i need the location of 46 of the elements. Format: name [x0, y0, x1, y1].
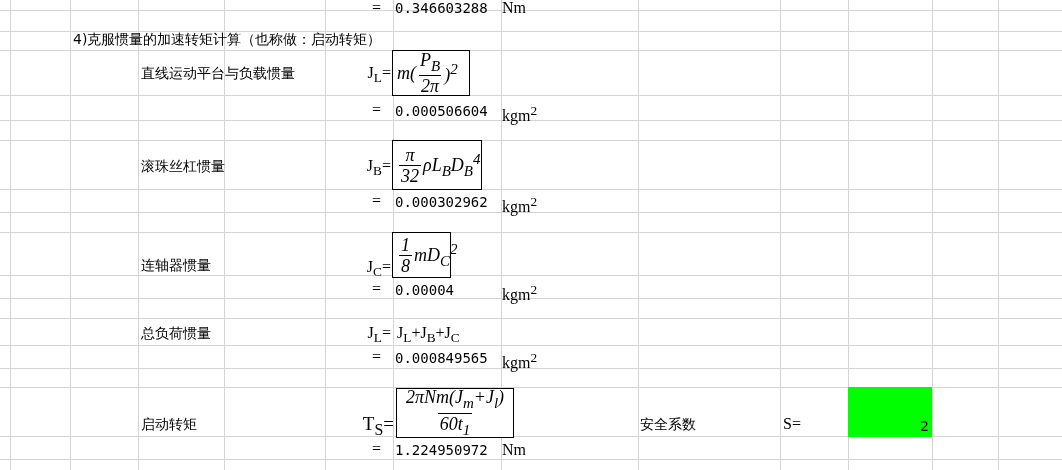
- symbol-label: J$_{L}$=: [367, 64, 391, 88]
- formula-box: [396, 388, 514, 438]
- section-heading: 4)克服惯量的加速转矩计算（也称做：启动转矩）: [73, 30, 382, 48]
- formula-term: 2π: [419, 75, 442, 97]
- result-value: 1.224950972: [395, 441, 488, 459]
- formula-term: 1: [400, 234, 411, 255]
- equals-sign: =: [372, 101, 382, 119]
- symbol-label: J$_{L}$=: [367, 324, 391, 348]
- result-value: 0.00004: [395, 281, 454, 299]
- row-label: 安全系数: [640, 415, 696, 433]
- formula-term: P$_{B}$: [419, 49, 442, 76]
- row-label: 滚珠丝杠惯量: [141, 157, 225, 175]
- formula-box: [392, 140, 482, 190]
- symbol-label: S=: [783, 415, 801, 433]
- equals-sign: =: [372, 192, 382, 210]
- symbol-label: J$_{B}$=: [366, 157, 391, 181]
- result-value: 0.346603288: [395, 0, 488, 17]
- unit-label: kgm$^{2}$: [502, 281, 538, 305]
- equals-sign: =: [372, 348, 382, 366]
- equals-sign: =: [372, 280, 382, 298]
- row-label: 连轴器惯量: [141, 256, 211, 274]
- symbol-label: T$_{S}$=: [362, 415, 394, 439]
- result-value: 0.000849565: [395, 349, 488, 367]
- row-label: 启动转矩: [141, 415, 197, 433]
- symbol-label: J$_{C}$=: [366, 258, 391, 282]
- formula-term: 32: [399, 164, 421, 186]
- result-value: 0.000506604: [395, 102, 488, 120]
- formula-term: )$^{2}$: [444, 60, 458, 86]
- row-label: 总负荷惯量: [141, 324, 211, 342]
- unit-label: kgm$^{2}$: [502, 193, 538, 217]
- formula-text: J$_{L}$+J$_{B}$+J$_{C}$: [397, 324, 460, 348]
- formula-term: π: [404, 144, 416, 165]
- equals-sign: =: [372, 440, 382, 458]
- result-value: 0.000302962: [395, 193, 488, 211]
- row-label: 直线运动平台与负载惯量: [141, 64, 295, 82]
- unit-label: Nm: [502, 0, 526, 17]
- unit-label: Nm: [502, 441, 526, 459]
- highlighted-value-cell: 2: [848, 387, 932, 437]
- unit-label: kgm$^{2}$: [502, 102, 538, 126]
- formula-box: [392, 50, 470, 96]
- unit-label: kgm$^{2}$: [502, 349, 538, 373]
- formula-term: 8: [399, 254, 412, 276]
- formula-term: m(: [397, 62, 416, 84]
- formula-term: 60t$_{1}$: [437, 412, 473, 440]
- formula-term: 2πNm(J$_{m}$+J$_{l}$): [404, 386, 506, 413]
- equals-sign: =: [372, 0, 382, 17]
